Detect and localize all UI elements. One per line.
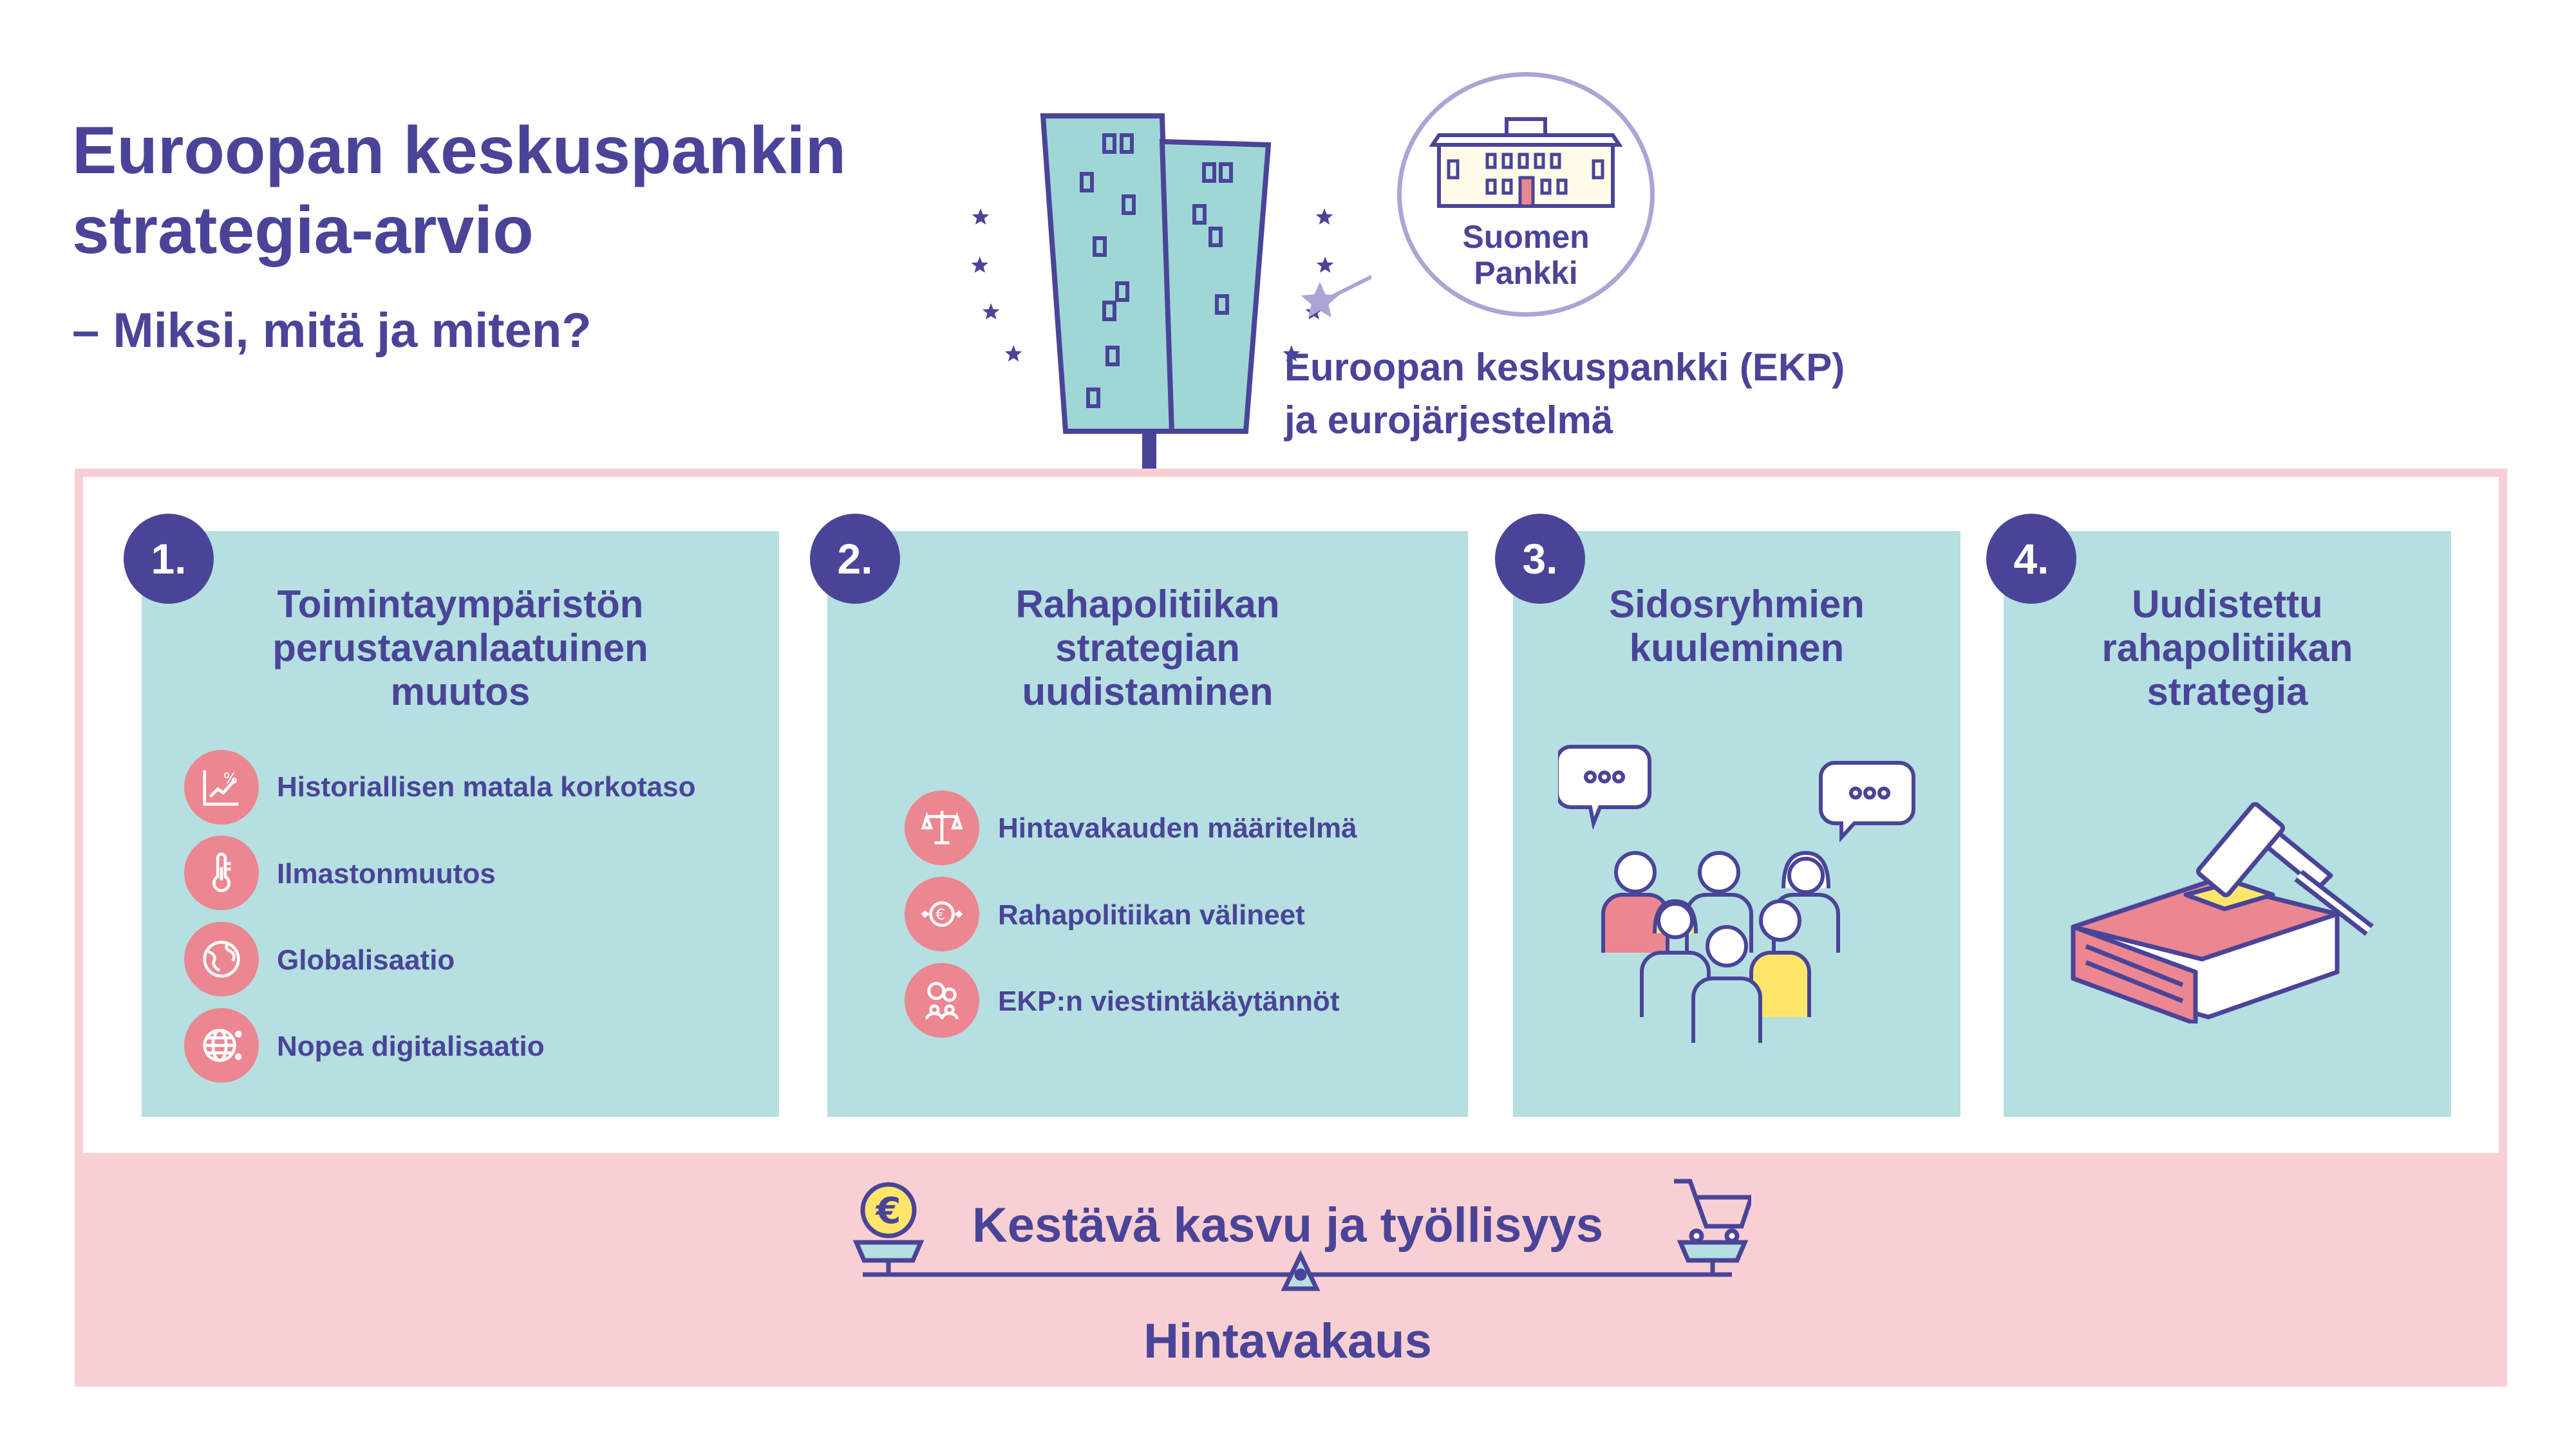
step-number-1: 1. <box>124 514 214 604</box>
euro-arrows-icon: € <box>905 877 979 951</box>
panel-1-title: Toimintaympäristön perustavanlaatuinen m… <box>272 583 648 713</box>
item-label: Rahapolitiikan välineet <box>998 899 1305 931</box>
ecb-label: Euroopan keskuspankki (EKP) ja eurojärje… <box>1284 346 1845 442</box>
svg-text:€: € <box>935 906 945 924</box>
goal-price-stability: Hintavakaus <box>1143 1314 1432 1369</box>
euro-coin-icon: € <box>875 1190 901 1232</box>
eu-star-icon <box>1004 345 1022 362</box>
panel-4 <box>2004 531 2451 1117</box>
bank-building-icon <box>1429 117 1623 208</box>
eu-star-icon <box>1283 345 1301 362</box>
panel-2-title: Rahapolitiikan strategian uudistaminen <box>1015 583 1280 713</box>
percent-chart-icon: % <box>184 750 259 825</box>
page-title: Euroopan keskuspankin strategia-arvio <box>72 113 847 268</box>
item-label: Ilmastonmuutos <box>277 858 496 890</box>
bank-label: Suomen Pankki <box>1462 219 1590 291</box>
eu-star-icon <box>1315 208 1333 225</box>
panel-4-title: Uudistettu rahapolitiikan strategia <box>2101 583 2353 713</box>
item-label: EKP:n viestintäkäytännöt <box>998 986 1340 1017</box>
page-subtitle: – Miksi, mitä ja miten? <box>72 303 592 358</box>
gavel-book-illustration <box>2071 802 2374 1024</box>
scales-icon <box>905 790 979 865</box>
step-number-2: 2. <box>810 514 900 604</box>
digital-globe-icon <box>184 1008 259 1083</box>
ecb-building-illustration <box>971 113 1371 434</box>
eu-star-icon <box>1316 256 1334 273</box>
eu-star-icon <box>971 256 989 273</box>
item-label: Historiallisen matala korkotaso <box>277 771 696 803</box>
item-label: Nopea digitalisaatio <box>277 1031 545 1062</box>
connector-star-icon <box>1301 281 1339 318</box>
step-number-4: 4. <box>1986 514 2076 604</box>
step-number-3: 3. <box>1495 514 1585 604</box>
thermometer-icon <box>184 836 259 910</box>
item-label: Globalisaatio <box>277 944 455 976</box>
eu-star-icon <box>982 303 1000 320</box>
balance-scale-illustration: € <box>852 1179 1751 1291</box>
goal-growth-employment: Kestävä kasvu ja työllisyys <box>972 1198 1604 1253</box>
eu-star-icon <box>972 208 990 225</box>
communication-icon <box>905 963 979 1038</box>
stakeholders-group-illustration <box>1558 745 1915 1043</box>
globe-icon <box>184 922 259 996</box>
item-label: Hintavakauden määritelmä <box>998 812 1357 844</box>
svg-text:%: % <box>223 769 238 787</box>
panel-3-title: Sidosryhmien kuuleminen <box>1609 583 1865 669</box>
